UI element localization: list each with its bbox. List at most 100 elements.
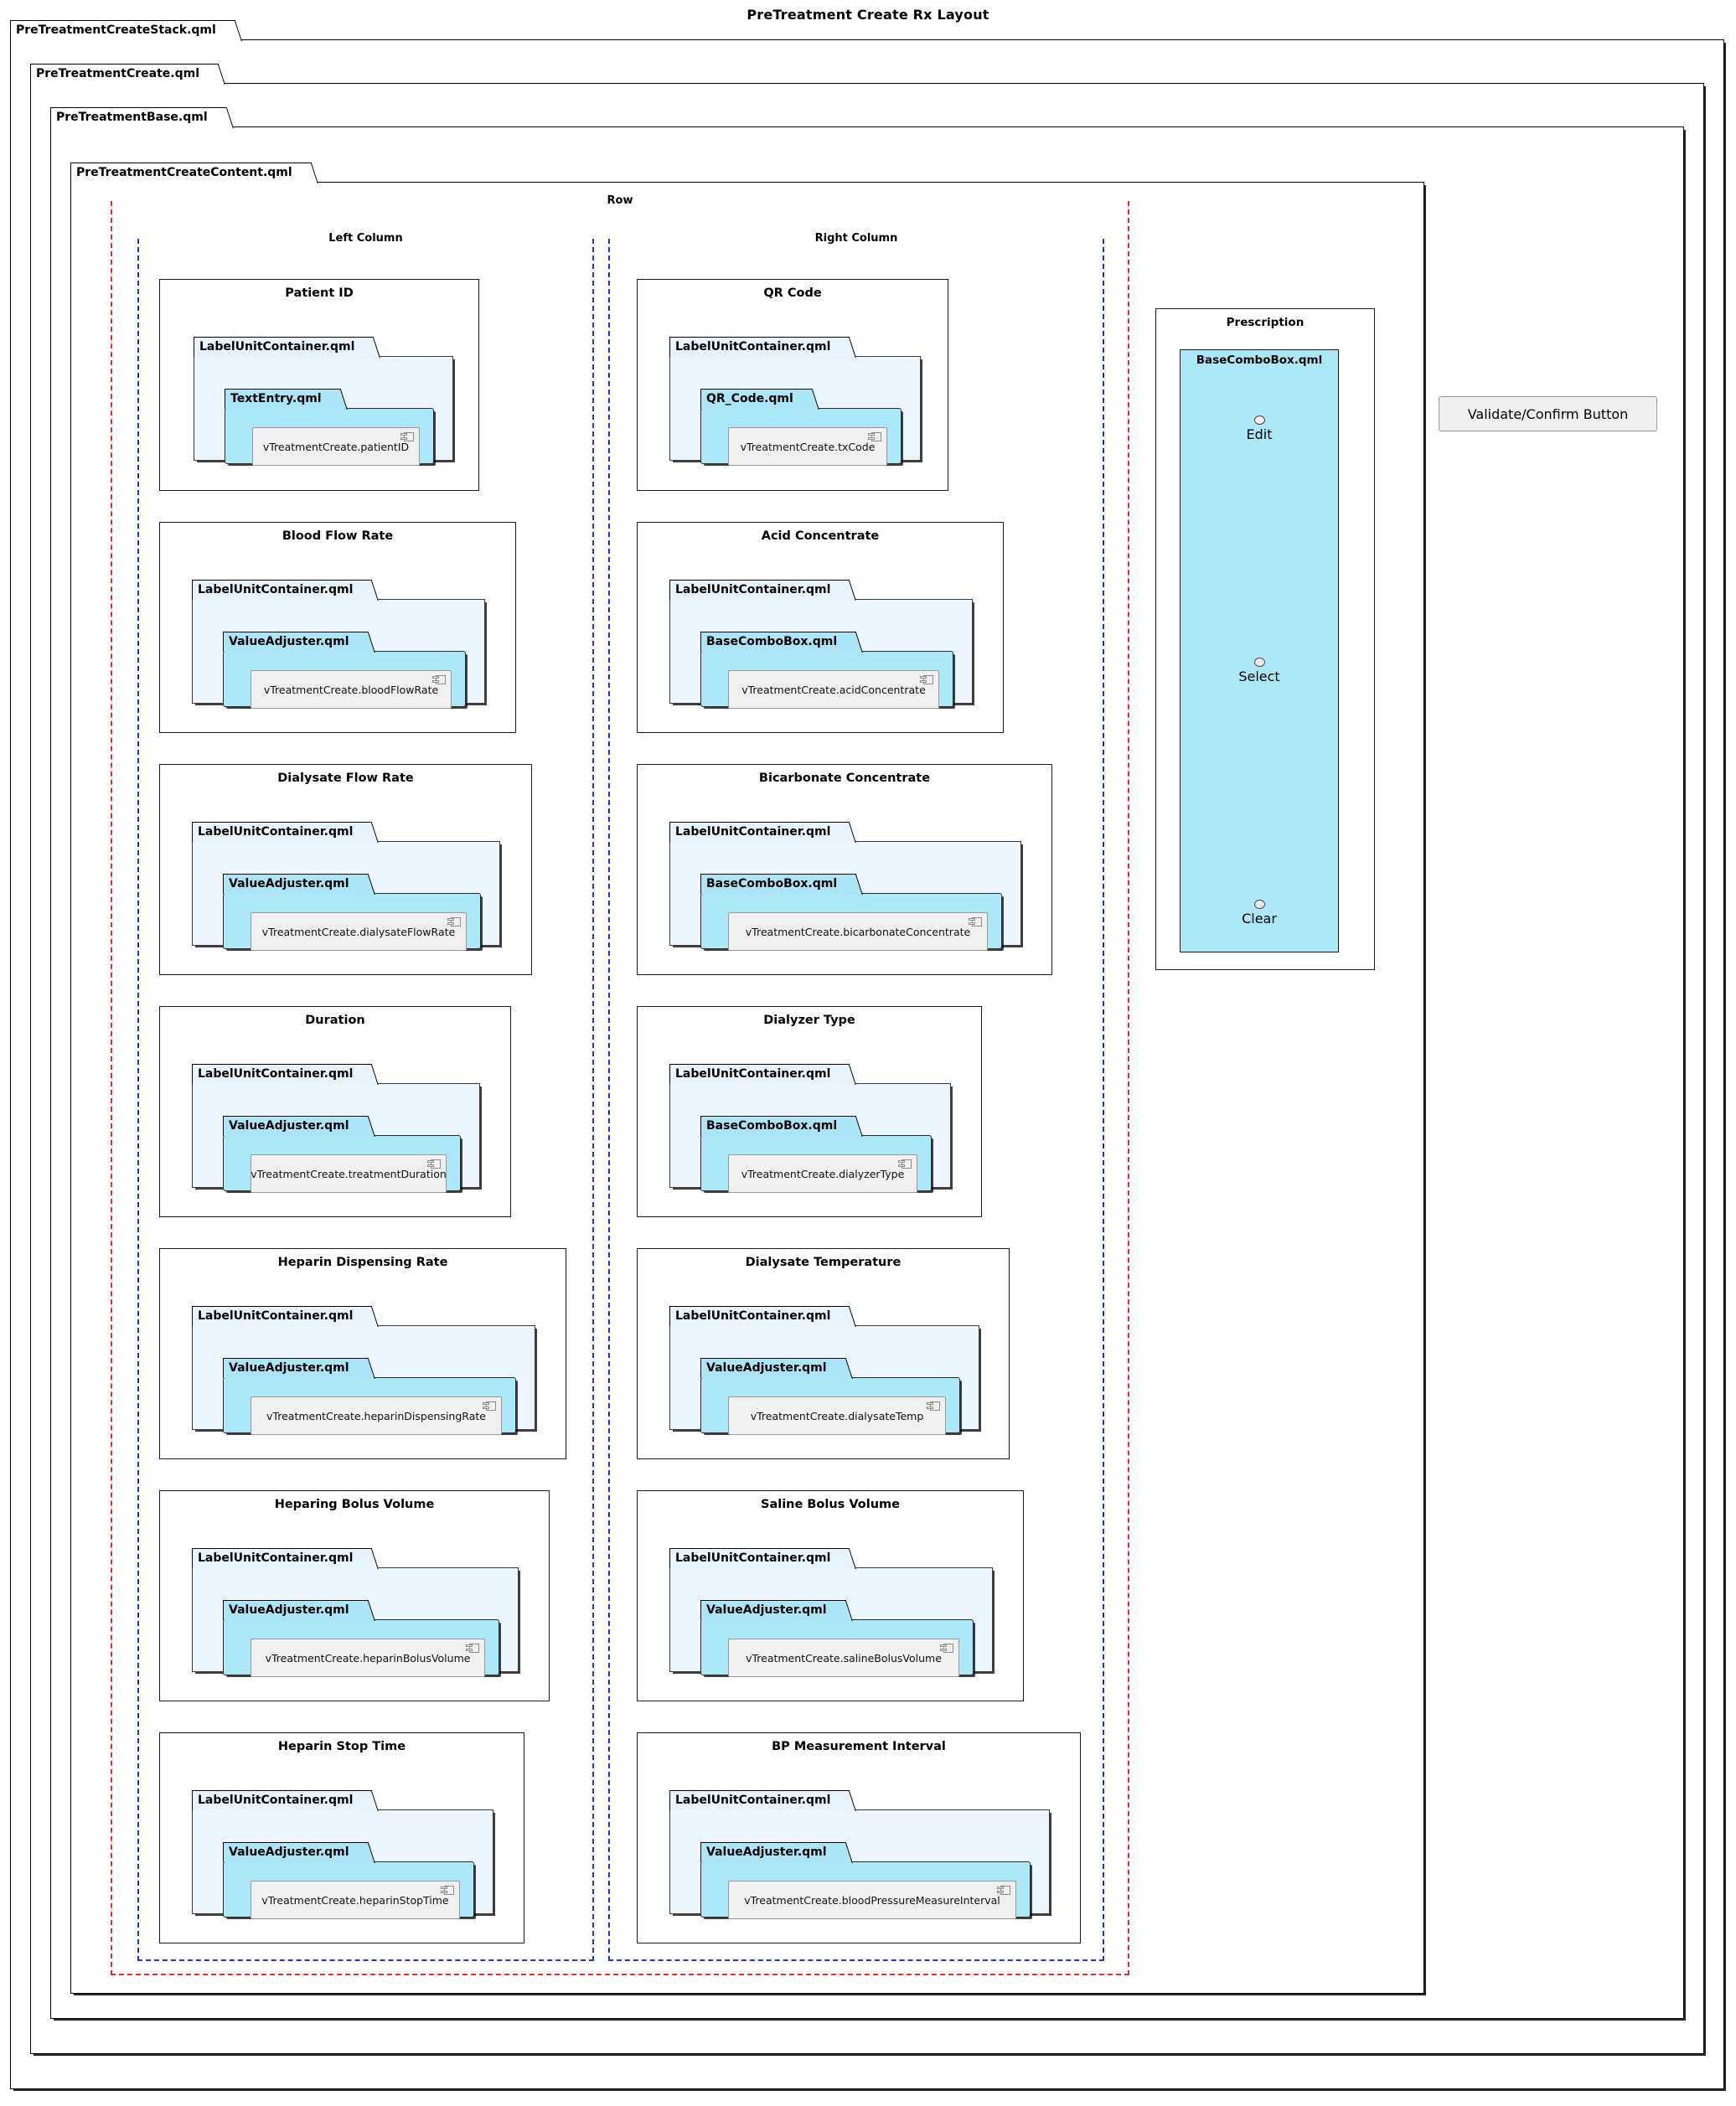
component-icon xyxy=(969,917,982,927)
component-vtreatmentcreate-patientid[interactable]: vTreatmentCreate.patientID xyxy=(252,427,420,466)
package-body: vTreatmentCreate.patientID xyxy=(225,408,434,466)
component-vtreatmentcreate-heparinstoptime[interactable]: vTreatmentCreate.heparinStopTime xyxy=(251,1881,460,1919)
component-vtreatmentcreate-dialyzertype[interactable]: vTreatmentCreate.dialyzerType xyxy=(728,1154,917,1193)
package-label: LabelUnitContainer.qml xyxy=(669,1306,850,1326)
package-body: vTreatmentCreate.bloodPressureMeasureInt… xyxy=(700,1861,1031,1919)
component-vtreatmentcreate-salinebolusvolume[interactable]: vTreatmentCreate.salineBolusVolume xyxy=(728,1639,959,1677)
field-card-title: QR Code xyxy=(763,286,822,300)
field-card-title: Blood Flow Rate xyxy=(282,529,394,543)
package-body: vTreatmentCreate.bloodFlowRate xyxy=(223,651,466,709)
component-vtreatmentcreate-treatmentduration[interactable]: vTreatmentCreate.treatmentDuration xyxy=(251,1154,447,1193)
package-body: vTreatmentCreate.txCode xyxy=(700,408,902,466)
validate-confirm-button[interactable]: Validate/Confirm Button xyxy=(1439,396,1657,431)
package-label: ValueAdjuster.qml xyxy=(223,632,369,652)
package-label: ValueAdjuster.qml xyxy=(700,1842,846,1862)
validate-confirm-button-label: Validate/Confirm Button xyxy=(1467,405,1629,422)
component-vtreatmentcreate-heparindispensingrate[interactable]: vTreatmentCreate.heparinDispensingRate xyxy=(251,1396,502,1435)
component-vtreatmentcreate-txcode[interactable]: vTreatmentCreate.txCode xyxy=(728,427,887,466)
package-valueadjuster[interactable]: ValueAdjuster.qml vTreatmentCreate.bloodP… xyxy=(700,1842,1031,1919)
package-label: QR_Code.qml xyxy=(700,389,813,409)
component-icon xyxy=(447,917,461,927)
package-label: LabelUnitContainer.qml xyxy=(669,1548,850,1568)
package-valueadjuster[interactable]: ValueAdjuster.qml vTreatmentCreate.bloodF… xyxy=(223,632,466,709)
radio-icon xyxy=(1253,900,1265,909)
field-card-title: Bicarbonate Concentrate xyxy=(758,772,931,785)
prescription-item-edit[interactable]: Edit xyxy=(1181,416,1338,442)
package-qr-code[interactable]: QR_Code.qml vTreatmentCreate.txCode xyxy=(700,389,902,466)
package-label: LabelUnitContainer.qml xyxy=(192,1790,373,1810)
field-card-title: Heparing Bolus Volume xyxy=(274,1498,435,1511)
component-vtreatmentcreate-bloodflowrate[interactable]: vTreatmentCreate.bloodFlowRate xyxy=(251,670,452,709)
component-binding-label: vTreatmentCreate.acidConcentrate xyxy=(741,683,926,696)
package-label: TextEntry.qml xyxy=(225,389,341,409)
package-label: LabelUnitContainer.qml xyxy=(194,337,375,357)
component-vtreatmentcreate-heparinbolusvolume[interactable]: vTreatmentCreate.heparinBolusVolume xyxy=(251,1639,485,1677)
component-vtreatmentcreate-acidconcentrate[interactable]: vTreatmentCreate.acidConcentrate xyxy=(728,670,939,709)
component-vtreatmentcreate-dialysatetemp[interactable]: vTreatmentCreate.dialysateTemp xyxy=(728,1396,946,1435)
package-valueadjuster[interactable]: ValueAdjuster.qml vTreatmentCreate.treatm… xyxy=(223,1116,461,1193)
field-card-title: Dialyzer Type xyxy=(763,1014,855,1027)
prescription-item-label: Select xyxy=(1238,668,1280,684)
component-binding-label: vTreatmentCreate.treatmentDuration xyxy=(251,1167,447,1180)
package-label: ValueAdjuster.qml xyxy=(700,1600,846,1620)
package-body: ValueAdjuster.qml vTreatmentCreate.saline… xyxy=(669,1567,993,1677)
package-basecombobox[interactable]: BaseComboBox.qml vTreatmentCreate.acidCon… xyxy=(700,632,953,709)
prescription-title: Prescription xyxy=(1226,316,1305,329)
field-card-title: Saline Bolus Volume xyxy=(761,1498,900,1511)
package-valueadjuster[interactable]: ValueAdjuster.qml vTreatmentCreate.dialys… xyxy=(223,874,481,951)
component-icon xyxy=(427,1159,441,1169)
component-binding-label: vTreatmentCreate.bloodPressureMeasureInt… xyxy=(744,1893,1000,1907)
field-card-title: Patient ID xyxy=(285,286,354,300)
prescription-item-select[interactable]: Select xyxy=(1181,658,1338,684)
package-label: PreTreatmentCreate.qml xyxy=(30,64,219,84)
package-label: PreTreatmentCreateContent.qml xyxy=(70,163,312,183)
package-body: vTreatmentCreate.heparinDispensingRate xyxy=(223,1377,516,1435)
package-label: BaseComboBox.qml xyxy=(700,632,857,652)
package-label: LabelUnitContainer.qml xyxy=(192,1064,373,1084)
component-vtreatmentcreate-dialysateflowrate[interactable]: vTreatmentCreate.dialysateFlowRate xyxy=(251,912,467,951)
package-label: BaseComboBox.qml xyxy=(700,874,857,894)
package-body: vTreatmentCreate.dialysateFlowRate xyxy=(223,893,481,951)
prescription-combobox[interactable]: BaseComboBox.qml Edit Select Clear xyxy=(1180,349,1339,952)
package-label: ValueAdjuster.qml xyxy=(223,1116,369,1136)
component-binding-label: vTreatmentCreate.heparinStopTime xyxy=(261,1893,449,1907)
package-label: LabelUnitContainer.qml xyxy=(669,580,850,600)
component-binding-label: vTreatmentCreate.dialyzerType xyxy=(741,1167,905,1180)
prescription-item-clear[interactable]: Clear xyxy=(1181,900,1338,927)
package-textentry[interactable]: TextEntry.qml vTreatmentCreate.patientID xyxy=(225,389,434,466)
component-icon xyxy=(940,1644,953,1653)
package-label: LabelUnitContainer.qml xyxy=(192,1306,373,1326)
component-vtreatmentcreate-bloodpressuremeasureinterval[interactable]: vTreatmentCreate.bloodPressureMeasureInt… xyxy=(728,1881,1016,1919)
component-binding-label: vTreatmentCreate.heparinBolusVolume xyxy=(265,1651,471,1665)
package-basecombobox[interactable]: BaseComboBox.qml vTreatmentCreate.bicarbo… xyxy=(700,874,1002,951)
package-valueadjuster[interactable]: ValueAdjuster.qml vTreatmentCreate.saline… xyxy=(700,1600,974,1677)
component-vtreatmentcreate-bicarbonateconcentrate[interactable]: vTreatmentCreate.bicarbonateConcentrate xyxy=(728,912,988,951)
field-card-title: Acid Concentrate xyxy=(761,529,880,543)
package-label: ValueAdjuster.qml xyxy=(223,874,369,894)
